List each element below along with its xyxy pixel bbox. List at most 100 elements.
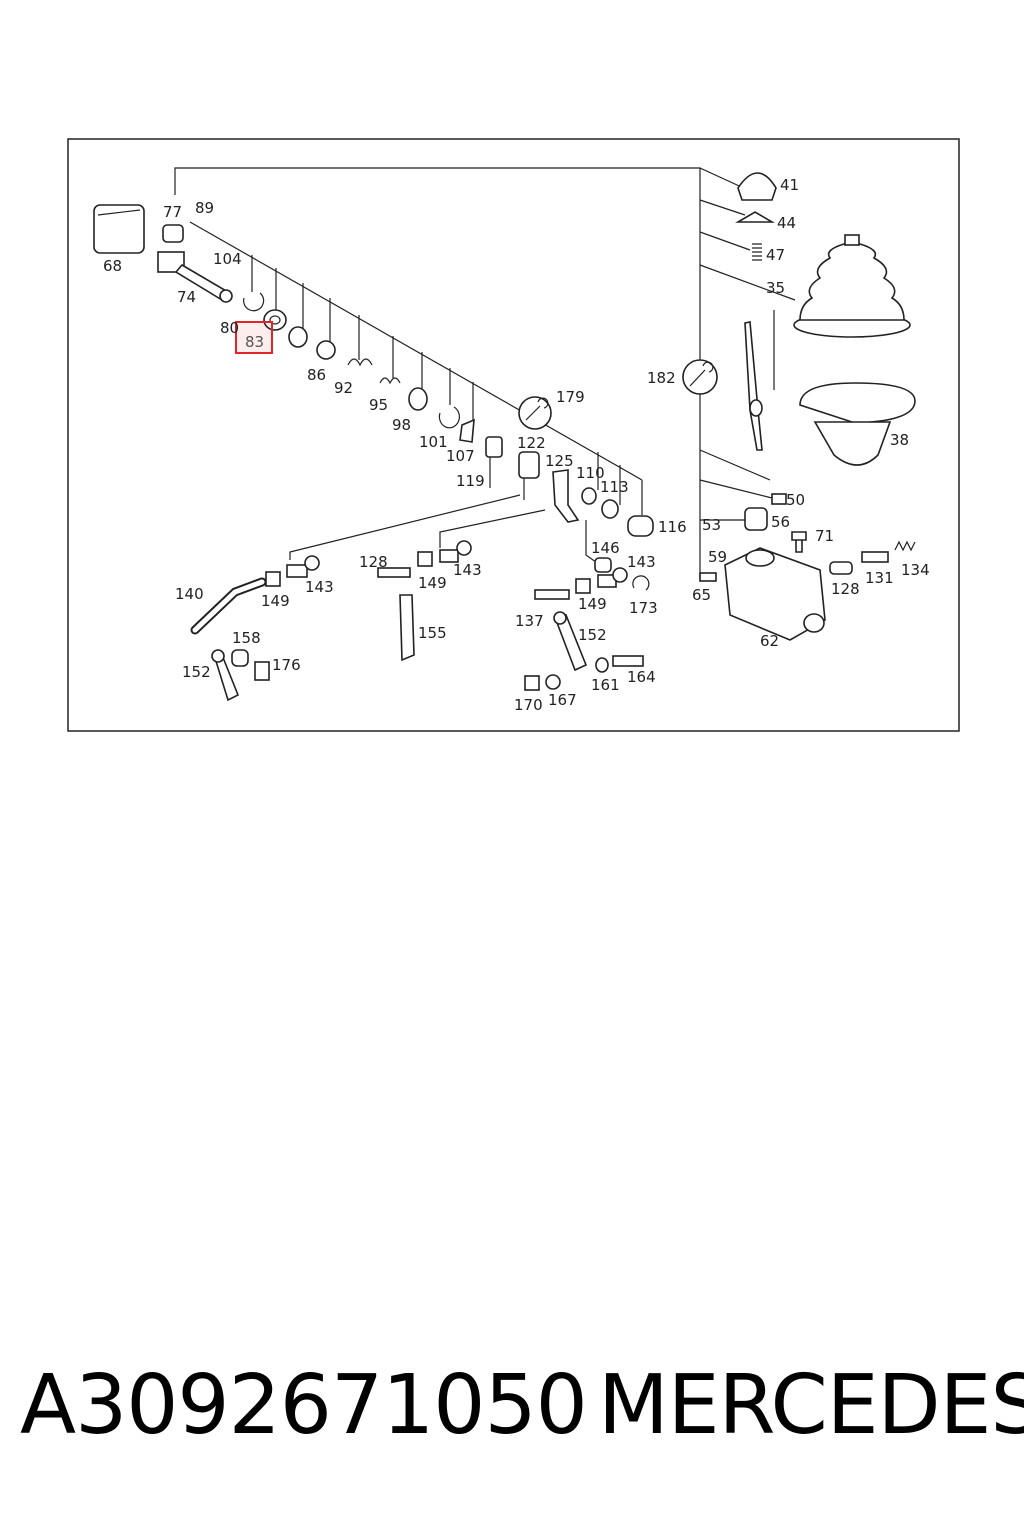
callout-143-c: 143 [627, 553, 656, 571]
callout-56: 56 [771, 513, 790, 531]
exploded-parts-diagram: 41 44 47 35 38 68 77 89 104 74 80 83 86 … [67, 138, 960, 732]
callout-92: 92 [334, 379, 353, 397]
part-143-joint-a [286, 555, 320, 578]
wrench-icon-182 [682, 359, 718, 395]
callout-176: 176 [272, 656, 301, 674]
callout-95: 95 [369, 396, 388, 414]
part-125-bracket [552, 469, 580, 523]
part-158-bushing [231, 649, 249, 667]
callout-173: 173 [629, 599, 658, 617]
callout-65: 65 [692, 586, 711, 604]
part-110-nut [581, 487, 619, 519]
part-68-cover [93, 204, 145, 254]
part-131-bolt [861, 551, 889, 563]
part-176-clip [254, 661, 270, 681]
callout-122: 122 [517, 434, 546, 452]
part-107-plate [459, 418, 475, 443]
part-152-lever-b [553, 611, 588, 672]
callout-101: 101 [419, 433, 448, 451]
callout-125: 125 [545, 452, 574, 470]
part-128-pin-left [377, 567, 411, 578]
callout-104: 104 [213, 250, 242, 268]
callout-167: 167 [548, 691, 577, 709]
brand-name: MERCEDES [598, 1358, 1024, 1453]
part-80-circlip [243, 292, 265, 312]
callout-116: 116 [658, 518, 687, 536]
part-146-bushing [594, 557, 612, 573]
callout-179: 179 [556, 388, 585, 406]
callout-71: 71 [815, 527, 834, 545]
part-65-pin [699, 572, 717, 582]
callout-98: 98 [392, 416, 411, 434]
part-134-spring [894, 540, 916, 552]
callout-134: 134 [901, 561, 930, 579]
callout-161: 161 [591, 676, 620, 694]
callout-59: 59 [708, 548, 727, 566]
part-86-ring [288, 326, 336, 360]
part-173-clip [632, 575, 650, 591]
callout-149-c: 149 [578, 595, 607, 613]
part-number: A3092671050 [20, 1358, 588, 1453]
callout-137: 137 [515, 612, 544, 630]
part-122-lever [518, 451, 540, 500]
callout-140: 140 [175, 585, 204, 603]
part-128-pin-right [829, 561, 853, 575]
callout-44: 44 [777, 214, 796, 232]
callout-143-a: 143 [305, 578, 334, 596]
callout-143-b: 143 [453, 561, 482, 579]
callout-164: 164 [627, 668, 656, 686]
part-77-bushing [162, 224, 184, 243]
callout-152-a: 152 [182, 663, 211, 681]
wrench-icon-179 [518, 396, 552, 430]
part-47-spring [752, 243, 762, 261]
highlight-box [235, 321, 273, 354]
shift-lever [744, 321, 763, 451]
callout-83: 83 [245, 333, 264, 351]
callout-77: 77 [163, 203, 182, 221]
part-41-knob [737, 172, 777, 201]
part-83-washer [263, 309, 287, 331]
part-56-bushing [744, 507, 768, 531]
part-164-bolt [612, 655, 644, 667]
part-44-cone [735, 211, 775, 223]
callout-47: 47 [766, 246, 785, 264]
callout-119: 119 [456, 472, 485, 490]
callout-50: 50 [786, 491, 805, 509]
callout-labels: 41 44 47 35 38 68 77 89 104 74 80 83 86 … [103, 176, 930, 714]
part-152-lever-a [211, 649, 240, 702]
part-38-bezel [799, 382, 916, 466]
part-155-lever [399, 594, 415, 662]
callout-80: 80 [220, 319, 239, 337]
diagram-frame [67, 138, 960, 732]
part-92-springs [347, 358, 401, 385]
callout-182: 182 [647, 369, 676, 387]
callout-155: 155 [418, 624, 447, 642]
part-119-lever [485, 436, 503, 488]
part-149-nut-b [417, 551, 433, 567]
part-143-joint-c [597, 567, 628, 588]
callout-74: 74 [177, 288, 196, 306]
part-167-washer [545, 674, 561, 690]
callout-86: 86 [307, 366, 326, 384]
part-137-bolt [534, 589, 570, 600]
callout-89: 89 [195, 199, 214, 217]
callout-107: 107 [446, 447, 475, 465]
callout-41: 41 [780, 176, 799, 194]
part-62-housing [724, 547, 826, 641]
part-35-boot [793, 234, 911, 338]
part-116-cap [627, 515, 654, 537]
part-149-nut-a [265, 571, 281, 587]
part-161-washer [595, 657, 609, 673]
callout-38: 38 [890, 431, 909, 449]
callout-35: 35 [766, 279, 785, 297]
callout-158: 158 [232, 629, 261, 647]
part-71-screw [791, 531, 807, 553]
part-98-ring [408, 387, 460, 429]
callout-128: 128 [359, 553, 388, 571]
callout-53: 53 [702, 516, 721, 534]
callout-128-right: 128 [831, 580, 860, 598]
part-143-joint-b [439, 540, 472, 563]
part-74-shift-shaft [157, 251, 233, 303]
callout-131: 131 [865, 569, 894, 587]
callout-149-b: 149 [418, 574, 447, 592]
